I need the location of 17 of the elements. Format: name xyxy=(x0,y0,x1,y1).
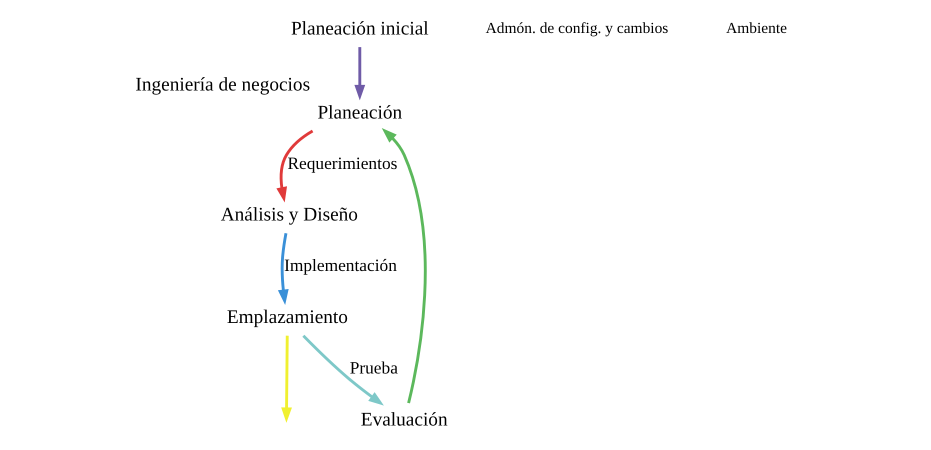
node-text: Planeación xyxy=(317,102,402,124)
edge-label: Requerimientos xyxy=(287,154,398,173)
node-text: Planeación inicial xyxy=(290,18,429,40)
arrow xyxy=(276,130,314,202)
edge-label: Implementación xyxy=(284,256,397,276)
arrow xyxy=(278,233,289,306)
label: Admón. de config. y cambios xyxy=(486,20,668,38)
node-text: Análisis y Diseño xyxy=(220,204,358,226)
arrow xyxy=(382,128,427,404)
edge-label: Prueba xyxy=(350,358,398,378)
arrow xyxy=(354,47,366,100)
node-text: Emplazamiento xyxy=(226,306,348,328)
node-text: Evaluación xyxy=(360,409,448,430)
arrow xyxy=(281,336,292,423)
node-label: Ingeniería de negocios xyxy=(135,74,310,96)
label: Ambiente xyxy=(726,20,787,38)
arrow xyxy=(302,334,384,406)
